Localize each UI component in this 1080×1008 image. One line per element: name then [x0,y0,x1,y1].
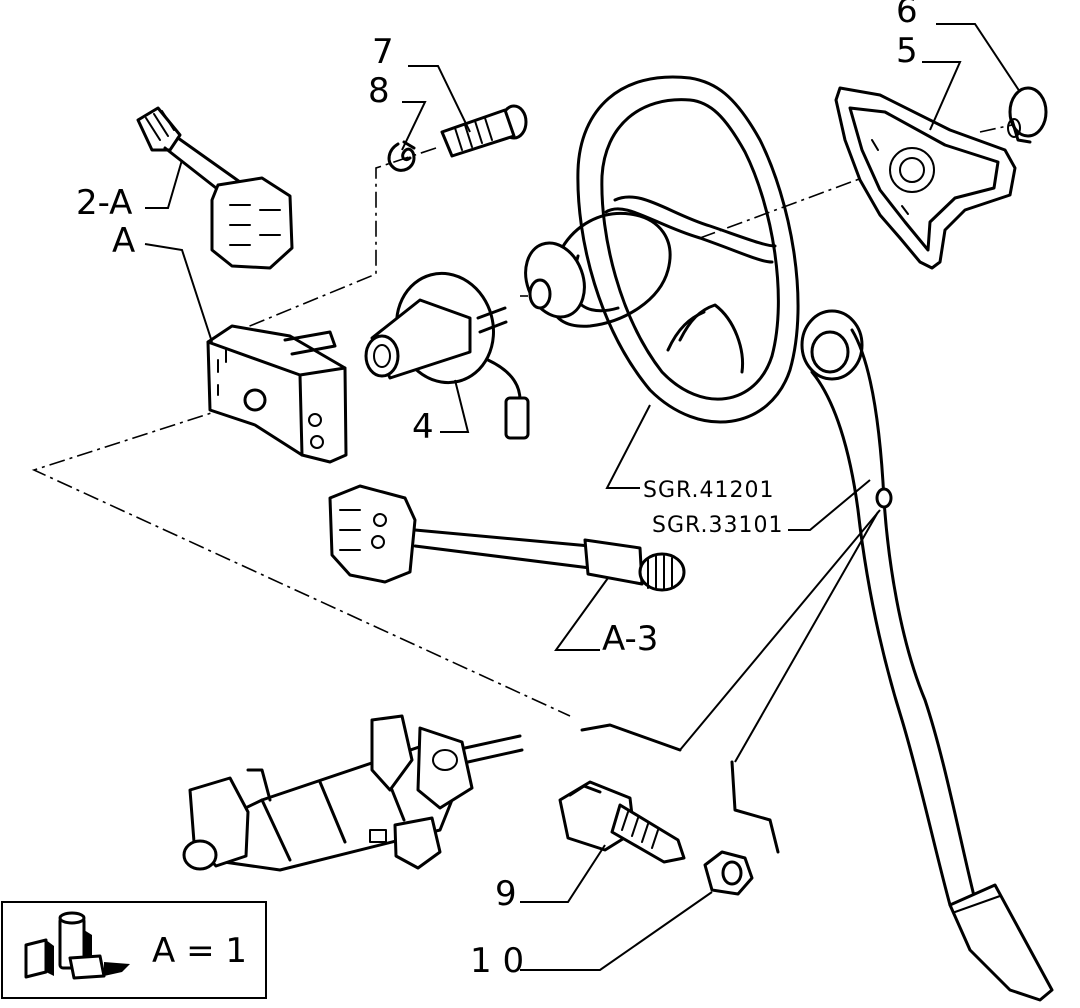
nut [703,850,754,896]
bolt [440,104,528,158]
stop-light-switch [558,780,686,864]
legend-text: A = 1 [152,931,247,971]
kit-icon [24,911,130,980]
steering-column [182,714,524,872]
horn-pad [834,86,1017,270]
label-part-9: 9 [495,874,517,914]
part-labels: 7 8 6 5 2-A A 4 SGR.41201 SGR.33101 A-3 … [76,0,918,981]
leader-lines [144,23,1021,971]
washer [387,140,416,172]
label-ref-33101: SGR.33101 [652,513,784,538]
brake-pedal [788,309,1054,1002]
label-part-4: 4 [412,407,434,447]
indicator-switch-lever [328,484,686,651]
legend-box: A = 1 [1,901,267,999]
bracket [580,723,780,854]
label-part-a3: A-3 [602,619,658,659]
label-part-2a: 2-A [76,183,132,223]
label-part-a: A [112,221,135,261]
wiper-switch-lever [136,106,294,270]
label-part-8: 8 [368,71,390,111]
label-part-5: 5 [896,31,918,71]
label-part-6: 6 [896,0,918,31]
horn-contact [364,271,530,440]
horn-button [1007,86,1048,144]
light-switch-body [206,324,348,464]
label-part-7: 7 [372,32,394,72]
label-ref-41201: SGR.41201 [643,478,775,503]
label-part-10: 1 0 [470,941,524,981]
steering-wheel [524,75,800,489]
